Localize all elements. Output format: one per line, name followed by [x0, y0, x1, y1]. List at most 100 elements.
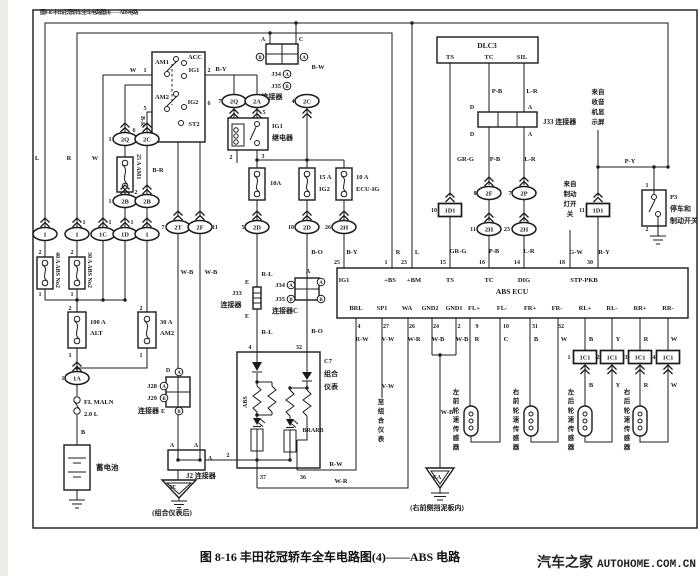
- svg-text:1: 1: [145, 231, 148, 238]
- pin: E: [245, 314, 249, 320]
- svg-text:1D: 1D: [121, 231, 129, 238]
- wire-label: W: [671, 336, 678, 343]
- pin: 1: [83, 220, 86, 226]
- wire-label: P-B: [489, 248, 500, 255]
- svg-text:A: A: [319, 281, 323, 286]
- sensor-rear-right: [632, 405, 648, 437]
- wire-label: P-B: [492, 88, 503, 95]
- pin: 7: [219, 99, 222, 105]
- dlc3-sil: SIL: [517, 54, 528, 61]
- j29-label: J29: [147, 395, 158, 402]
- svg-text:1C: 1C: [99, 231, 107, 238]
- fuse-10a: [248, 167, 266, 201]
- ign-am2: AM2: [155, 94, 169, 101]
- wire-label: W-B: [456, 336, 469, 343]
- wire-label: V-W: [382, 336, 395, 343]
- fuse-label-am2: AM2: [160, 330, 174, 337]
- ign-am1: AM1: [155, 59, 169, 66]
- ecu-pin-rlm: RL-: [606, 305, 617, 312]
- circled-terminal-A: A: [159, 381, 169, 391]
- wire-label: B: [534, 336, 539, 343]
- svg-text:1: 1: [75, 231, 78, 238]
- ecu-pin-wa: WA: [402, 305, 413, 312]
- ecu-pin-flp: FL+: [468, 305, 480, 312]
- j34-label: J34: [275, 282, 286, 289]
- circled-terminal-B: B: [174, 406, 184, 416]
- ecu-pin-tc: TC: [484, 277, 493, 284]
- wire-label: W-B: [432, 336, 445, 343]
- note-fender: (右前侧挡泥板内): [410, 503, 464, 512]
- connector-oval-2Q: 2Q: [112, 131, 138, 147]
- svg-text:2B: 2B: [121, 198, 129, 205]
- svg-text:B: B: [285, 85, 289, 90]
- pin: A: [194, 443, 199, 449]
- wire-label-l: L: [35, 155, 40, 162]
- connector-oval-2T: 2T: [165, 219, 191, 235]
- wire-label: L-R: [526, 88, 538, 95]
- connector-oval-2D: 2D: [244, 219, 270, 235]
- wire-label: R: [644, 336, 649, 343]
- junction-dots: [75, 21, 670, 462]
- pin: 2: [69, 306, 72, 312]
- sensor-front-right: [523, 405, 539, 437]
- wire-label: R-W: [355, 336, 369, 343]
- sensor-rr-label: 右后轮速传感器: [623, 387, 631, 451]
- pin: 2: [230, 155, 233, 161]
- connector-oval-2A: 2A: [244, 93, 270, 109]
- pin: 11: [579, 208, 585, 214]
- connector-j33-horizontal: [477, 111, 538, 128]
- wire-label: P-B: [490, 156, 501, 163]
- pin: A: [528, 132, 533, 138]
- svg-text:2H: 2H: [340, 224, 348, 231]
- pin: 4: [358, 324, 361, 330]
- connector-label: 连接器: [262, 92, 284, 101]
- fuse-label-100a: 100 A: [90, 319, 106, 326]
- circled-terminal-A: A: [299, 52, 309, 62]
- pin: 18: [559, 260, 565, 266]
- pin: A: [261, 37, 266, 43]
- pin: 1: [568, 355, 571, 361]
- scan-edge-shadow: [0, 0, 8, 576]
- dlc3-box: [436, 36, 539, 64]
- ecu-pin-sp1: SP1: [377, 305, 388, 312]
- svg-text:B: B: [177, 410, 181, 415]
- pin: 7: [162, 225, 165, 231]
- meter-abs-lamp: ABS: [243, 396, 249, 408]
- meter-brarb: BRARB: [302, 428, 323, 434]
- pin: 2: [458, 324, 461, 330]
- svg-text:2H: 2H: [520, 226, 528, 233]
- fusible-link-name: FL MALN: [84, 399, 114, 406]
- wire-label: W: [671, 382, 678, 389]
- src-radio: 收音: [592, 97, 606, 106]
- svg-text:2D: 2D: [253, 224, 261, 231]
- wire-label: R: [644, 382, 649, 389]
- pin: E: [161, 409, 165, 415]
- wire-label: GR-G: [450, 248, 467, 255]
- fusible-link-fl-main: [73, 396, 81, 404]
- sensor-fl-label: 左前轮速传感器: [452, 387, 460, 451]
- fuses: [36, 156, 353, 415]
- ground-ie-label: IE: [170, 485, 176, 491]
- note-behind-meter: (组合仪表后): [152, 508, 192, 517]
- svg-text:2F: 2F: [196, 224, 203, 231]
- pin: 15: [440, 260, 446, 266]
- connector-oval-2B: 2B: [134, 193, 160, 209]
- wire-label: W-R: [334, 478, 347, 485]
- pin: 31: [532, 324, 538, 330]
- svg-text:A: A: [162, 385, 166, 390]
- pin: 2: [208, 68, 211, 74]
- pin: 6: [208, 101, 211, 107]
- sensor-front-left: [463, 405, 479, 437]
- connector-block-j28-j29: [165, 376, 191, 408]
- pin: D: [470, 105, 475, 111]
- pin: 1: [62, 376, 65, 382]
- svg-text:B: B: [258, 56, 262, 61]
- pin: 32: [558, 324, 564, 330]
- wire-label: Y: [616, 336, 621, 343]
- pin: 1: [131, 220, 134, 226]
- pin: 30: [587, 260, 593, 266]
- connector-oval-2P: 2P: [511, 185, 537, 201]
- ign-ig1: IG1: [189, 67, 200, 74]
- src-brake: 来自: [563, 179, 577, 188]
